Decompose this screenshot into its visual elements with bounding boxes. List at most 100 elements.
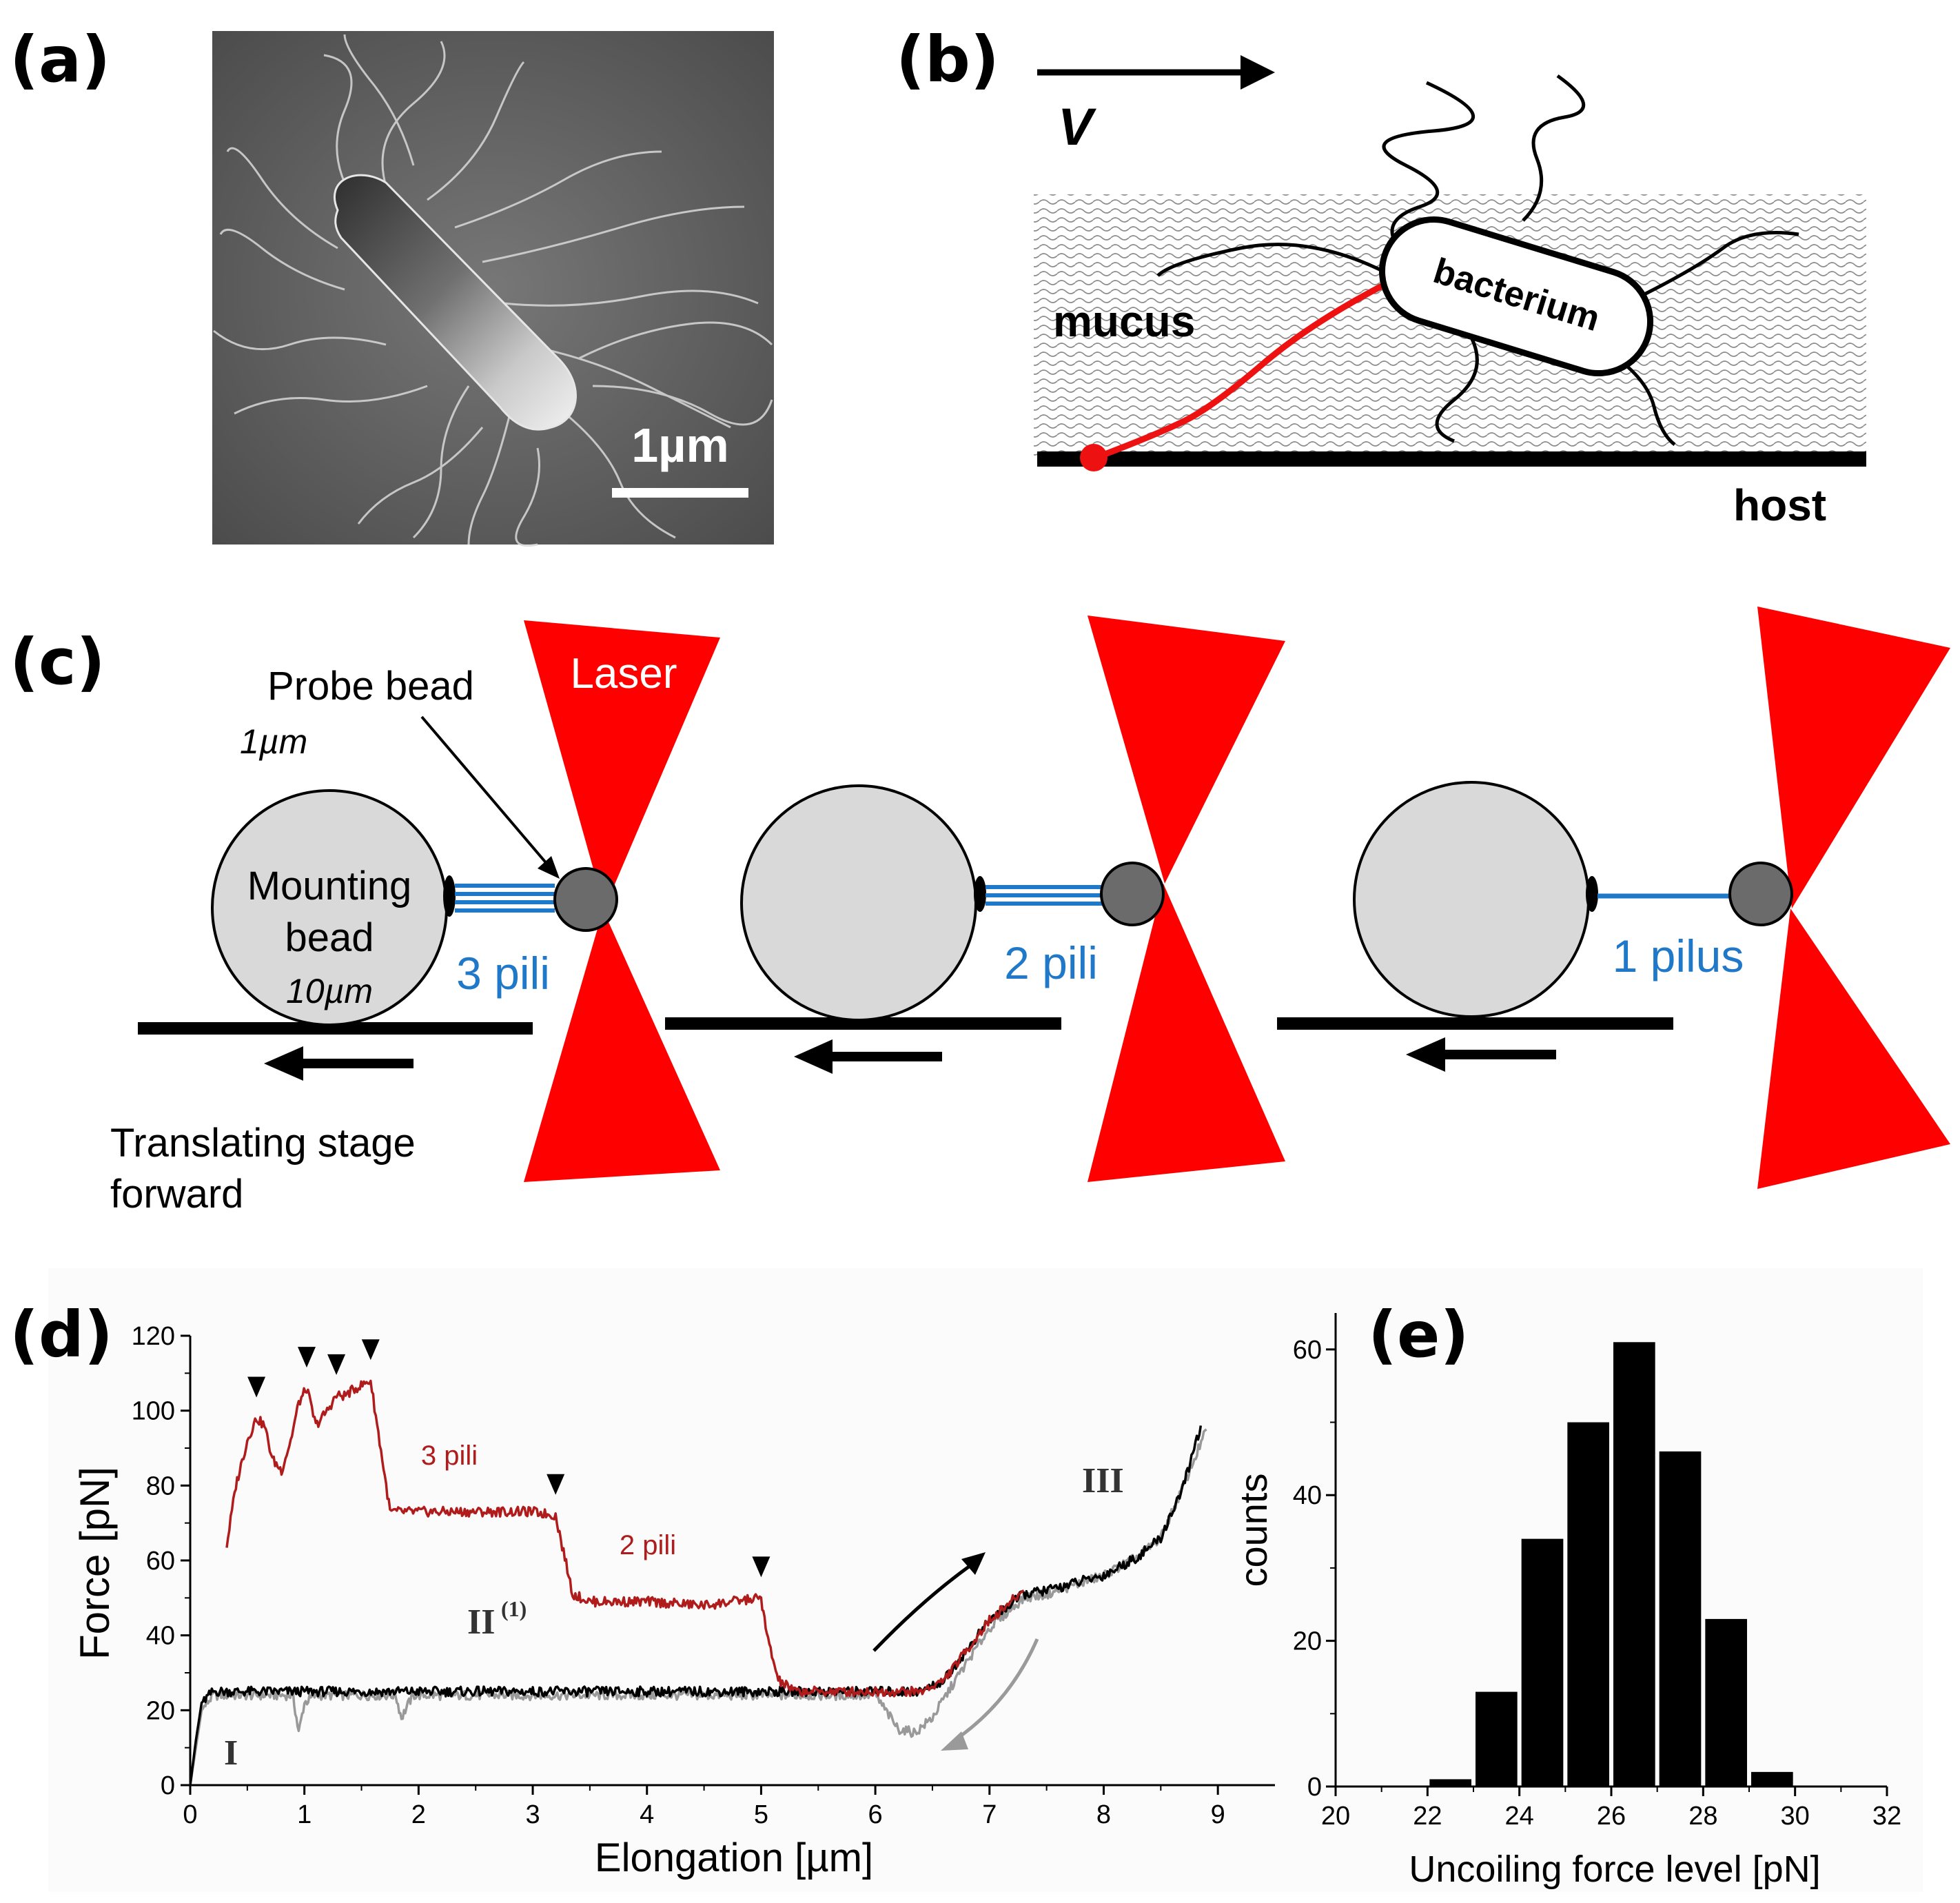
- panel-c-label: (c): [10, 625, 105, 699]
- d-x-tick-label: 6: [868, 1800, 883, 1829]
- host-label: host: [1733, 480, 1826, 530]
- e-y-tick-label: 20: [1293, 1627, 1322, 1656]
- sem-image: [212, 31, 774, 545]
- mounting-bead-label-line2: bead: [285, 915, 374, 960]
- region-II-label: II: [467, 1602, 495, 1642]
- velocity-arrow: [1037, 55, 1275, 90]
- d-x-tick-label: 2: [411, 1800, 426, 1829]
- relax-arrow: [941, 1638, 1039, 1751]
- velocity-label: V: [1058, 98, 1096, 156]
- e-histogram-bar: [1476, 1691, 1518, 1787]
- probe-bead-3: [1728, 862, 1793, 926]
- e-histogram-bar: [1705, 1618, 1747, 1787]
- bacterium-cap-1: [443, 875, 456, 917]
- d-y-tick-label: 120: [132, 1322, 175, 1351]
- stage-label-line2: forward: [110, 1172, 243, 1217]
- e-histogram-bar: [1521, 1538, 1564, 1787]
- d-x-tick-label: 7: [982, 1800, 997, 1829]
- probe-bead-1: [553, 867, 618, 932]
- d-x-tick-label: 0: [183, 1800, 197, 1829]
- panel-d-label: (d): [10, 1298, 113, 1372]
- pili-2-label: 2 pili: [1004, 937, 1098, 988]
- laser-beam-2-bottom: [1088, 884, 1285, 1182]
- d-y-axis-title: Force [pN]: [72, 1467, 118, 1660]
- pili-3-label: 3 pili: [456, 948, 550, 999]
- bacterium-cell: [333, 174, 577, 431]
- flagella: [1156, 74, 1799, 446]
- mucus-label: mucus: [1053, 296, 1195, 346]
- d-x-tick-label: 8: [1096, 1800, 1111, 1829]
- stage-arrow-3: [1406, 1037, 1556, 1072]
- region-I-label: I: [224, 1733, 238, 1773]
- stage-label-line1: Translating stage: [110, 1121, 416, 1166]
- e-y-tick-label: 60: [1293, 1336, 1322, 1365]
- e-x-tick-label: 28: [1688, 1802, 1717, 1831]
- probe-bead-2: [1100, 862, 1165, 926]
- d-series-line: [225, 1379, 1025, 1698]
- laser-beam-3-top: [1757, 607, 1950, 908]
- region-II-superscript: (1): [501, 1596, 527, 1621]
- laser-beam-3-bottom: [1757, 908, 1950, 1189]
- pili-3: [455, 884, 555, 913]
- region-III-label: III: [1082, 1461, 1124, 1500]
- probe-pointer-arrow: [420, 715, 560, 879]
- laser-label: Laser: [570, 650, 677, 698]
- scale-bar: [612, 488, 748, 498]
- laser-beam-2-top: [1088, 615, 1285, 884]
- e-histogram-bar: [1429, 1779, 1471, 1787]
- e-x-tick-label: 22: [1413, 1802, 1442, 1831]
- d-y-tick-label: 20: [146, 1696, 175, 1725]
- e-x-axis-title: Uncoiling force level [pN]: [1409, 1849, 1820, 1890]
- annotation-2-pili: 2 pili: [620, 1530, 676, 1560]
- panel-b-label: (b): [896, 23, 999, 96]
- d-rupture-marker: [297, 1347, 316, 1368]
- d-y-tick-label: 80: [146, 1472, 175, 1500]
- mounting-bead-2: [740, 784, 977, 1021]
- d-x-tick-label: 5: [754, 1800, 768, 1829]
- e-histogram-bar: [1659, 1451, 1702, 1787]
- d-x-tick-label: 1: [297, 1800, 312, 1829]
- d-y-tick-label: 0: [161, 1771, 175, 1800]
- e-x-tick-label: 32: [1872, 1802, 1901, 1831]
- mounting-bead-3: [1353, 781, 1590, 1018]
- d-x-tick-label: 3: [525, 1800, 540, 1829]
- panel-c: (c) Laser Probe bead 1µm: [10, 607, 1950, 1217]
- stage-arrow-2: [794, 1039, 942, 1074]
- bacterium-body: [1378, 216, 1654, 377]
- d-series-line: [189, 1425, 1203, 1786]
- annotation-3-pili: 3 pili: [421, 1441, 478, 1471]
- panel-a: (a) 1µm: [10, 23, 774, 547]
- d-rupture-marker: [547, 1474, 565, 1495]
- pili-2: [986, 885, 1103, 906]
- d-x-axis-title: Elongation [µm]: [595, 1835, 873, 1880]
- e-histogram-bar: [1567, 1422, 1609, 1787]
- e-x-tick-label: 20: [1321, 1802, 1350, 1831]
- e-x-tick-label: 24: [1505, 1802, 1534, 1831]
- pili-fibers: [213, 34, 773, 547]
- d-rupture-marker: [327, 1354, 346, 1375]
- probe-bead-size: 1µm: [240, 722, 307, 761]
- e-y-tick-label: 40: [1293, 1481, 1322, 1510]
- laser-beam-1-top: [524, 620, 720, 908]
- stretch-arrow: [872, 1552, 986, 1652]
- e-y-axis-title: counts: [1232, 1474, 1275, 1587]
- pilus-anchor: [1080, 444, 1107, 471]
- scale-bar-label: 1µm: [631, 418, 729, 472]
- d-rupture-marker: [752, 1556, 770, 1578]
- pilus-attached: [1094, 283, 1384, 461]
- panel-b: (b) V bacterium mucus host: [896, 23, 1866, 530]
- bacterium-cap-3: [1586, 876, 1598, 912]
- d-rupture-marker: [361, 1339, 380, 1361]
- e-x-tick-label: 30: [1781, 1802, 1810, 1831]
- d-x-tick-label: 9: [1211, 1800, 1225, 1829]
- d-rupture-marker: [247, 1376, 266, 1398]
- e-y-tick-label: 0: [1307, 1773, 1322, 1802]
- d-y-tick-label: 60: [146, 1547, 175, 1576]
- panel-a-label: (a): [10, 23, 110, 96]
- d-y-tick-label: 100: [132, 1397, 175, 1426]
